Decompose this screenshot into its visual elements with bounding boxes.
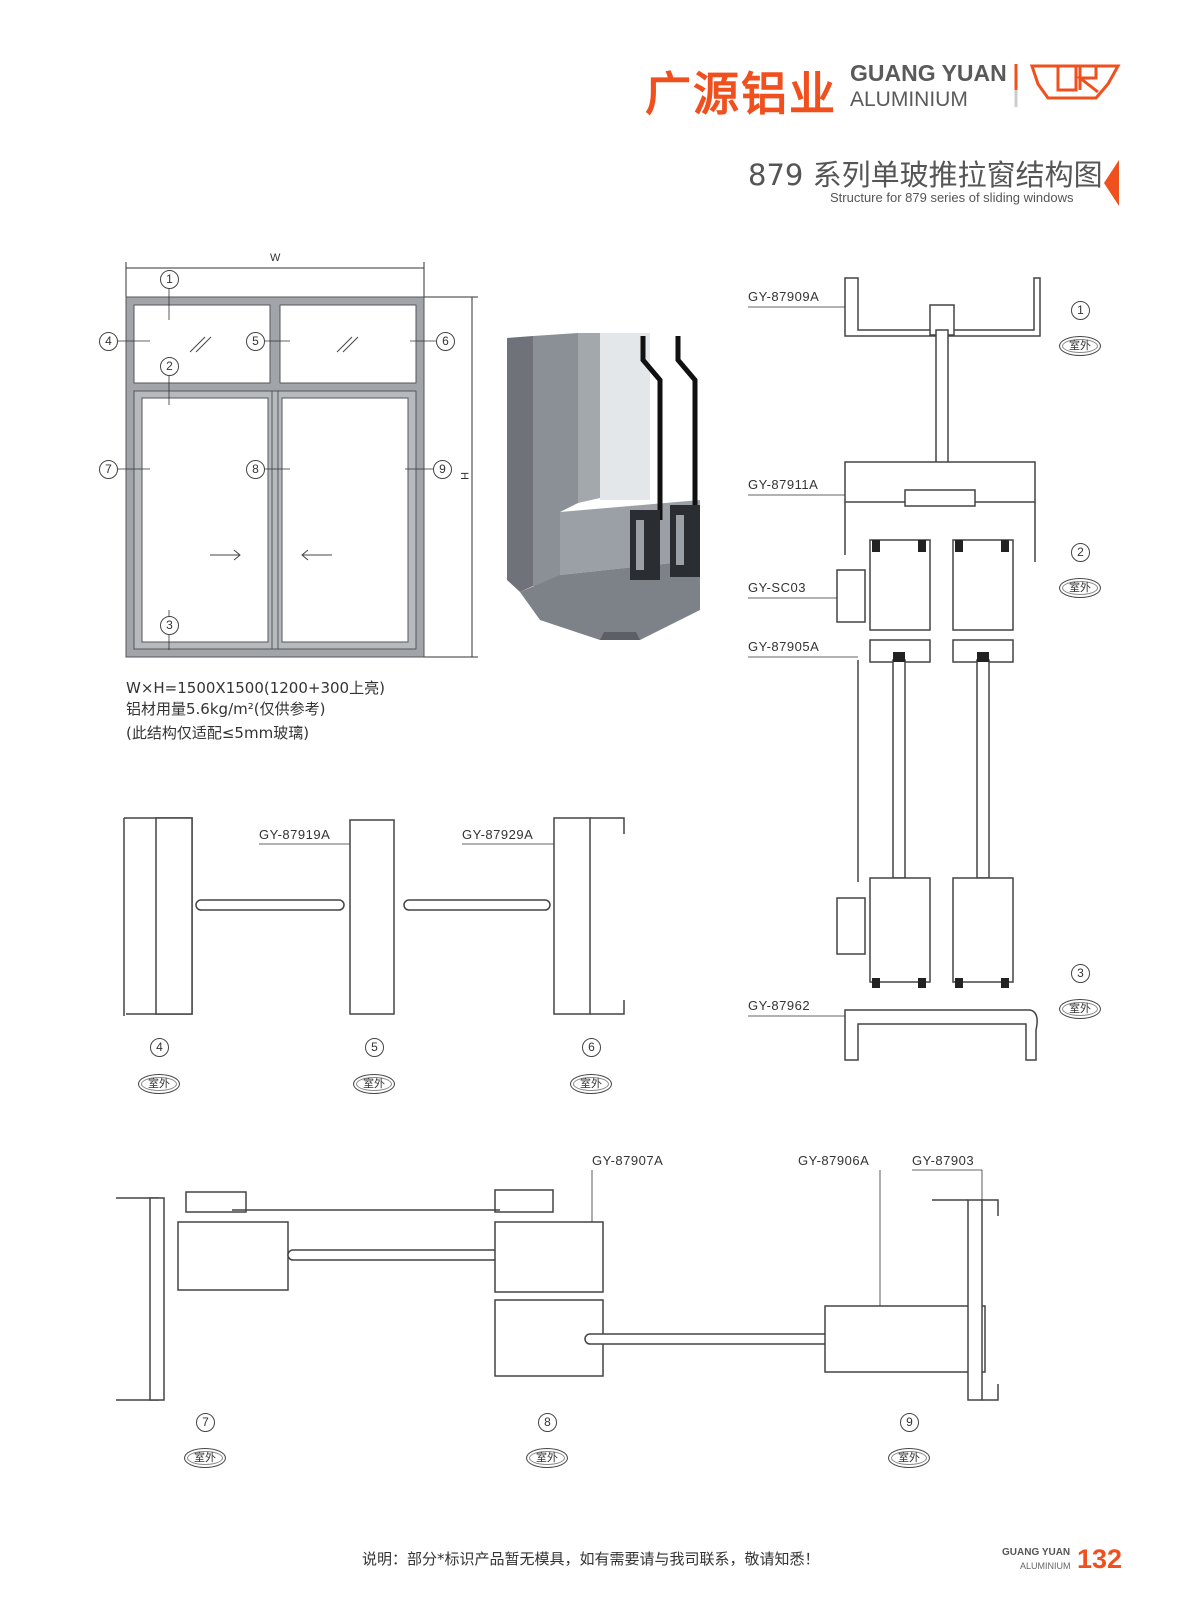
profile-label: GY-87903	[912, 1153, 975, 1168]
outside-badge: 室外	[526, 1448, 568, 1468]
brand-name-en-sub: ALUMINIUM	[850, 88, 968, 111]
section-marker-4: 4	[150, 1038, 169, 1057]
section-marker-3: 3	[1071, 964, 1090, 983]
profile-label: GY-87909A	[748, 289, 820, 304]
transom-section	[123, 817, 625, 1016]
section-marker-9: 9	[900, 1413, 919, 1432]
elevation-marker-8: 8	[246, 460, 265, 479]
profile-label: GY-87919A	[259, 827, 331, 842]
outside-badge: 室外	[1059, 999, 1101, 1019]
profile-label: GY-87911A	[748, 477, 819, 492]
spec-material-usage: 铝材用量5.6kg/m²(仅供参考)	[126, 700, 326, 718]
height-dimension-label: H	[457, 472, 470, 480]
outside-badge: 室外	[1059, 336, 1101, 356]
section-marker-5: 5	[365, 1038, 384, 1057]
profile-label: GY-87907A	[592, 1153, 664, 1168]
section-marker-6: 6	[582, 1038, 601, 1057]
cr-logo-icon	[1029, 64, 1121, 100]
sash-section	[116, 1169, 999, 1401]
outside-badge: 室外	[353, 1074, 395, 1094]
elevation-marker-6: 6	[436, 332, 455, 351]
brand-name-cn: 广源铝业	[645, 67, 837, 121]
section-marker-2: 2	[1071, 543, 1090, 562]
elevation-marker-1: 1	[160, 270, 179, 289]
elevation-marker-7: 7	[99, 460, 118, 479]
outside-badge: 室外	[570, 1074, 612, 1094]
outside-badge: 室外	[184, 1448, 226, 1468]
profile-label: GY-87906A	[798, 1153, 870, 1168]
vertical-section	[748, 277, 1041, 1061]
elevation-marker-9: 9	[433, 460, 452, 479]
spec-glass-note: (此结构仅适配≤5mm玻璃)	[126, 724, 310, 742]
elevation-marker-5: 5	[246, 332, 265, 351]
window-elevation	[117, 262, 478, 658]
elevation-marker-4: 4	[99, 332, 118, 351]
page-subtitle: Structure for 879 series of sliding wind…	[830, 190, 1074, 205]
outside-badge: 室外	[138, 1074, 180, 1094]
spec-dimensions: W×H=1500X1500(1200+300上亮)	[126, 679, 385, 697]
profile-label: GY-87905A	[748, 639, 820, 654]
corner-3d-render	[507, 333, 700, 640]
footer-brand-sub: ALUMINIUM	[1020, 1561, 1071, 1571]
section-marker-8: 8	[538, 1413, 557, 1432]
footer-brand: GUANG YUAN	[1002, 1547, 1071, 1558]
outside-badge: 室外	[888, 1448, 930, 1468]
elevation-marker-2: 2	[160, 357, 179, 376]
profile-label: GY-87929A	[462, 827, 534, 842]
elevation-marker-3: 3	[160, 616, 179, 635]
page-number: 132	[1077, 1544, 1123, 1574]
profile-label: GY-87962	[748, 998, 811, 1013]
outside-badge: 室外	[1059, 578, 1101, 598]
width-dimension-label: W	[270, 252, 281, 264]
section-marker-7: 7	[196, 1413, 215, 1432]
page-title: 879 系列单玻推拉窗结构图	[748, 158, 1103, 192]
profile-label: GY-SC03	[748, 580, 806, 595]
section-marker-1: 1	[1071, 301, 1090, 320]
footer-note: 说明：部分*标识产品暂无模具，如有需要请与我司联系，敬请知悉！	[362, 1550, 820, 1568]
title-accent-triangle	[1104, 160, 1119, 206]
brand-name-en: GUANG YUAN	[850, 60, 1007, 86]
